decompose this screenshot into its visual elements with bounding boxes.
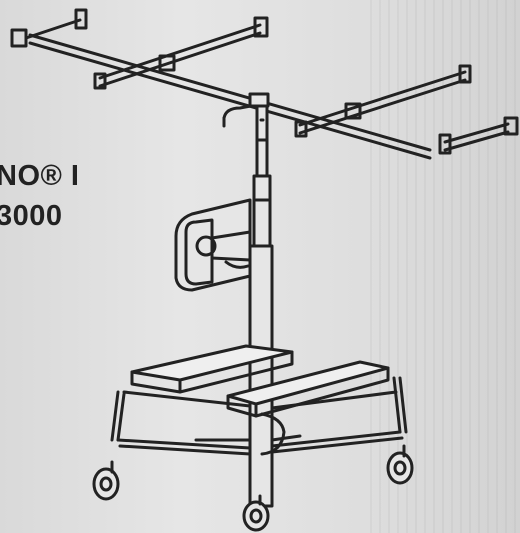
- model-name-line2: 3000: [0, 200, 63, 232]
- cradle-frame: [10, 8, 519, 160]
- model-name-line1: NO® I: [0, 160, 80, 192]
- show-through-texture: [370, 0, 520, 533]
- tilt-handle: [222, 92, 270, 128]
- telescopic-mast: [248, 104, 274, 508]
- base-frame: [110, 376, 408, 456]
- caster-wheels: [92, 444, 414, 532]
- winch-assembly: [174, 198, 252, 292]
